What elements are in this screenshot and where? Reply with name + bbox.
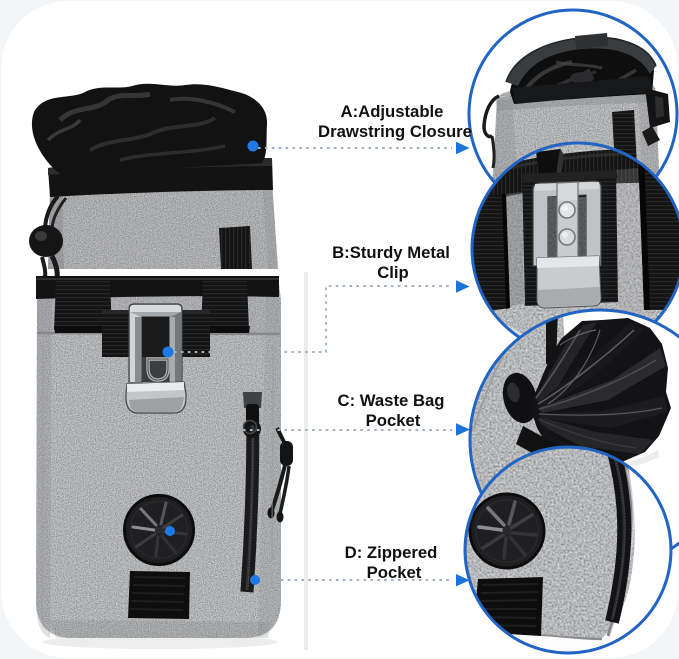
svg-text:C: Waste Bag: C: Waste Bag [338,391,445,410]
svg-text:A:Adjustable: A:Adjustable [341,102,444,121]
svg-text:D: Zippered: D: Zippered [345,543,438,562]
svg-text:Drawstring Closure: Drawstring Closure [318,122,472,141]
svg-text:Clip: Clip [377,263,409,282]
svg-text:Pocket: Pocket [367,563,422,582]
svg-text:B:Sturdy Metal: B:Sturdy Metal [332,243,450,262]
svg-text:Pocket: Pocket [366,411,421,430]
